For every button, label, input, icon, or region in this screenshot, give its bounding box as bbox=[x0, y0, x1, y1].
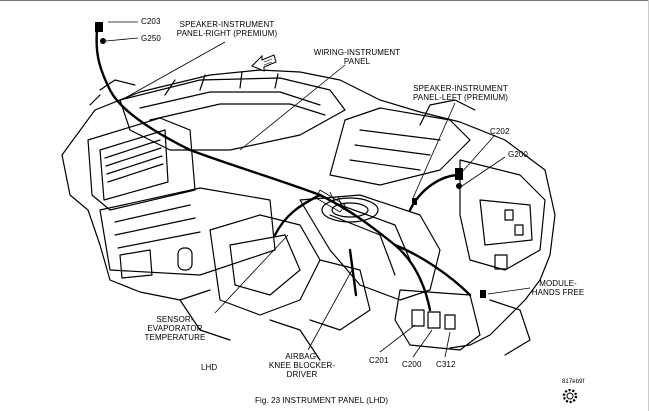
label-lhd: LHD bbox=[201, 363, 218, 372]
label-ref-code: 817eb9f bbox=[562, 379, 585, 385]
label-module-hands-free: MODULE- HANDS FREE bbox=[531, 279, 585, 297]
ground-g250 bbox=[100, 38, 106, 44]
label-g200: G200 bbox=[508, 150, 528, 159]
connector-speaker-left bbox=[412, 198, 417, 205]
connector-c203 bbox=[95, 22, 103, 32]
label-g250: G250 bbox=[141, 34, 161, 43]
gear-icon bbox=[562, 388, 578, 404]
figure-caption: Fig. 23 INSTRUMENT PANEL (LHD) bbox=[255, 396, 389, 405]
label-speaker-left: SPEAKER-INSTRUMENT PANEL-LEFT (PREMIUM) bbox=[412, 84, 509, 102]
label-c203: C203 bbox=[141, 17, 161, 26]
right-border bbox=[648, 0, 649, 411]
connector-c202 bbox=[455, 168, 463, 180]
ground-g200 bbox=[456, 183, 462, 189]
label-c312: C312 bbox=[436, 360, 456, 369]
label-c202: C202 bbox=[490, 127, 510, 136]
label-speaker-right: SPEAKER-INSTRUMENT PANEL-RIGHT (PREMIUM) bbox=[176, 20, 278, 38]
label-c201: C201 bbox=[369, 356, 389, 365]
arrow-left-icon bbox=[251, 54, 277, 72]
label-sensor-evaporator: SENSOR- EVAPORATOR TEMPERATURE bbox=[144, 315, 206, 342]
label-airbag-knee: AIRBAG- KNEE BLOCKER- DRIVER bbox=[268, 352, 336, 379]
label-wiring-panel: WIRING-INSTRUMENT PANEL bbox=[313, 48, 401, 66]
label-c200: C200 bbox=[402, 360, 422, 369]
connector-hands-free bbox=[480, 290, 486, 298]
top-border bbox=[0, 0, 648, 1]
